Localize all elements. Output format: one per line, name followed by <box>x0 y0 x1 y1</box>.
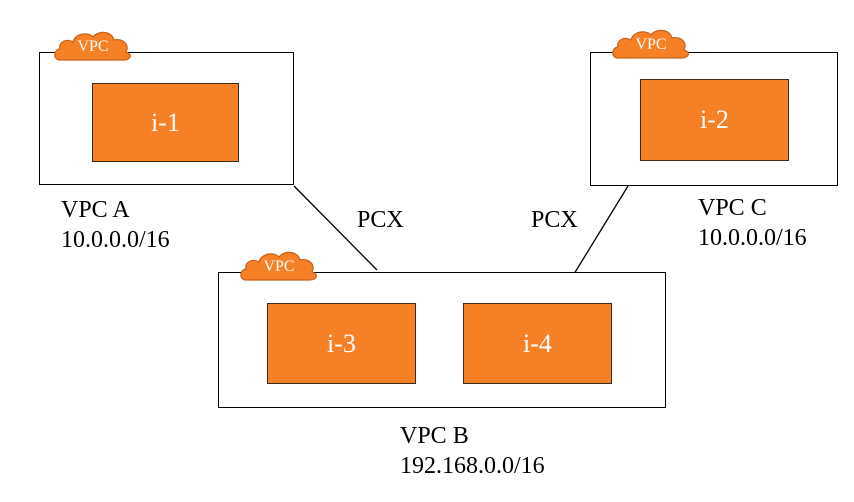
cloud-label: VPC <box>263 258 295 275</box>
vpc-c-box: i-2 <box>590 52 838 186</box>
instance-i-3: i-3 <box>267 303 416 384</box>
instance-i-2: i-2 <box>640 79 789 161</box>
instance-label: i-2 <box>700 105 729 134</box>
instance-label: i-4 <box>523 328 552 358</box>
pcx-label-c-to-b: PCX <box>531 207 578 233</box>
vpc-a-box: i-1 <box>39 52 294 185</box>
cloud-icon: VPC <box>238 248 320 282</box>
cloud-label: VPC <box>635 36 667 53</box>
cloud-label: VPC <box>77 38 109 55</box>
cloud-icon: VPC <box>610 26 692 60</box>
vpc-a-cidr: 10.0.0.0/16 <box>61 227 170 253</box>
vpc-b-cidr: 192.168.0.0/16 <box>400 453 545 479</box>
cloud-icon: VPC <box>52 28 134 62</box>
vpc-b-name: VPC B <box>400 423 469 449</box>
peering-line-c-to-b <box>573 185 629 275</box>
instance-label: i-3 <box>327 328 356 358</box>
vpc-c-name: VPC C <box>698 195 767 221</box>
instance-label: i-1 <box>151 107 180 137</box>
vpc-b-box: i-3 i-4 <box>218 272 666 408</box>
instance-i-4: i-4 <box>463 303 612 384</box>
instance-i-1: i-1 <box>92 83 239 162</box>
peering-line-a-to-b <box>293 185 378 271</box>
vpc-c-cidr: 10.0.0.0/16 <box>698 225 807 251</box>
vpc-a-name: VPC A <box>61 197 130 223</box>
pcx-label-a-to-b: PCX <box>357 207 404 233</box>
